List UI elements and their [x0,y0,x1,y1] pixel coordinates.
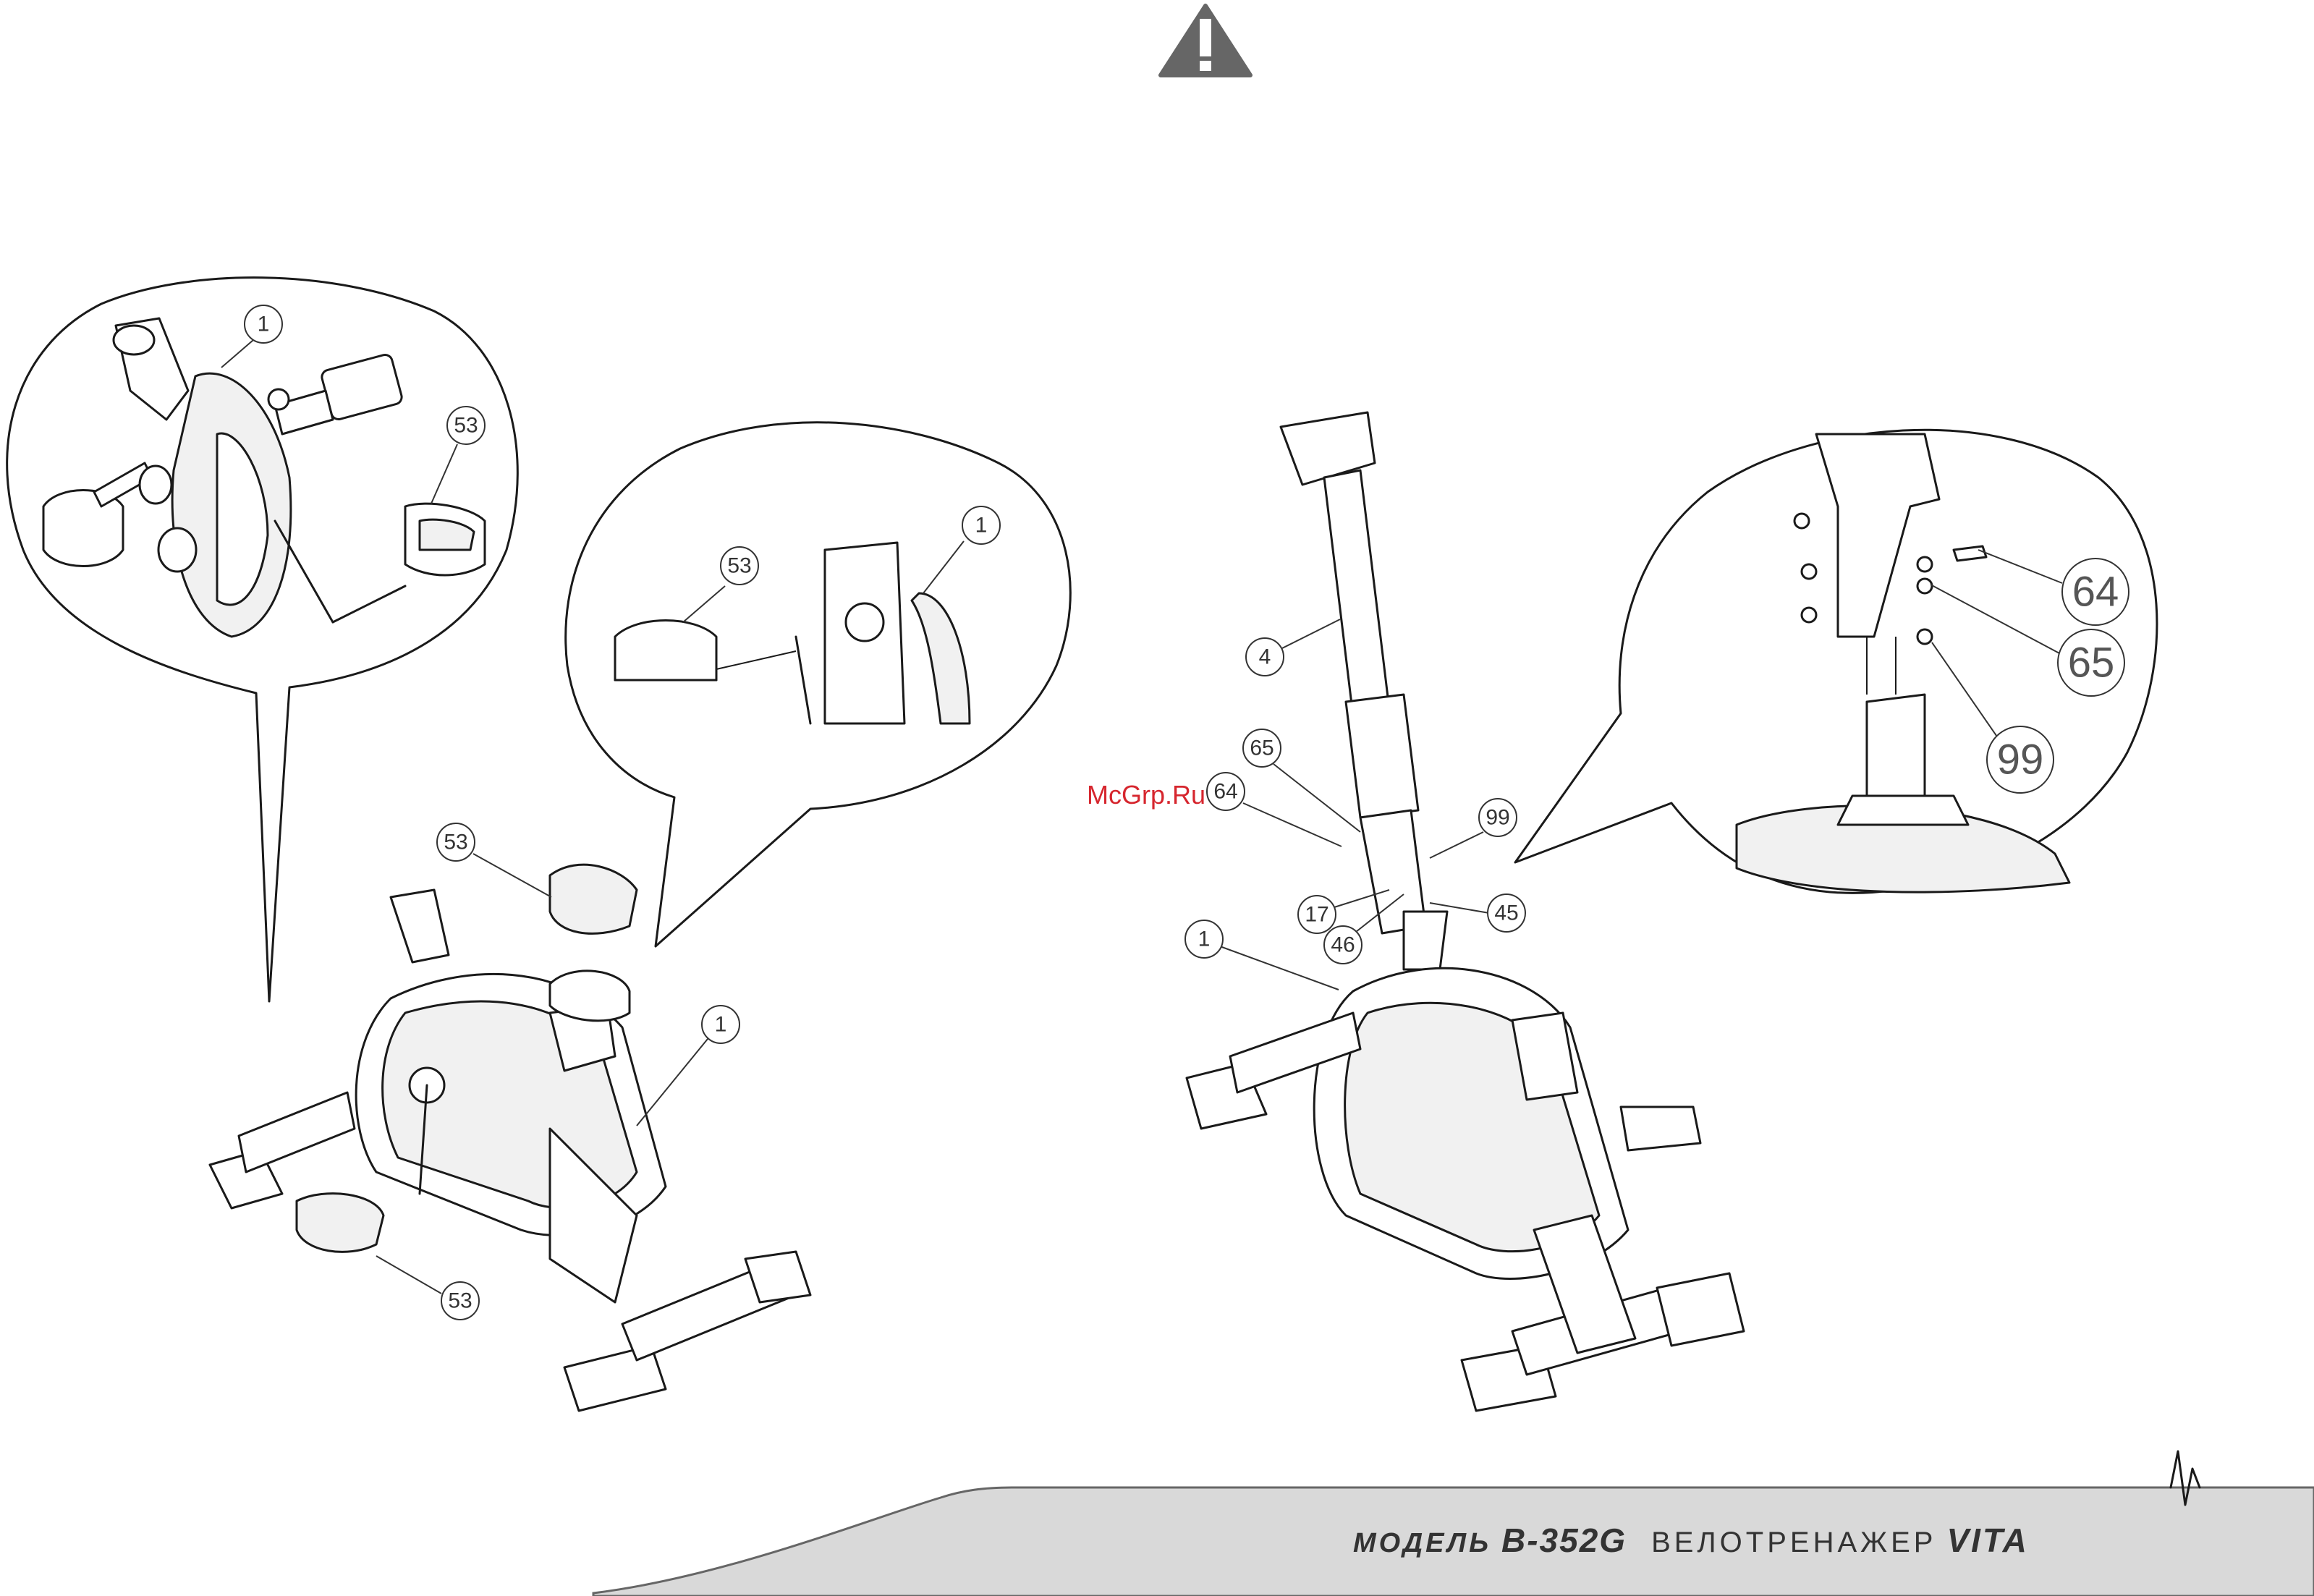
watermark-text: McGrp.Ru [1087,780,1205,810]
callout-64-right-bubble: 64 [1978,550,2129,625]
callout-64-post: 64 [1207,773,1342,846]
callout-4-post: 4 [1246,619,1340,676]
svg-text:64: 64 [2072,569,2119,616]
callout-1-side-bubble: 1 [923,506,1000,593]
svg-text:45: 45 [1494,901,1518,925]
svg-text:17: 17 [1305,903,1328,927]
side-detail-bubble [566,423,1071,946]
svg-text:65: 65 [1250,737,1273,760]
callout-53-left-bike-bottom: 53 [376,1256,479,1320]
left-detail-bubble [7,278,518,1001]
svg-text:64: 64 [1213,780,1237,804]
right-bike-drawing [1187,412,1744,1411]
footer-caption: МОДЕЛЬ B-352G ВЕЛОТРЕНАЖЕР VITA [1353,1521,2029,1557]
callout-53-left-bike-top: 53 [437,823,551,897]
svg-text:53: 53 [444,831,467,854]
product-name: ВЕЛОТРЕНАЖЕР [1651,1527,1936,1559]
svg-text:4: 4 [1259,645,1271,669]
svg-text:53: 53 [727,554,751,578]
brand-name: VITA [1946,1521,2028,1560]
svg-text:1: 1 [258,313,270,336]
svg-text:46: 46 [1331,933,1355,957]
callout-53-left-bubble: 53 [431,407,485,504]
callout-53-side-bubble: 53 [683,547,758,622]
svg-text:99: 99 [1486,806,1509,830]
model-label: МОДЕЛЬ [1353,1528,1491,1559]
model-number: B-352G [1501,1521,1627,1560]
svg-text:1: 1 [975,514,988,538]
callout-99-right-bubble: 99 [1932,642,2054,793]
left-bike-drawing [210,865,810,1411]
callout-1-left-bubble: 1 [221,305,282,368]
svg-text:99: 99 [1997,737,2044,784]
svg-text:1: 1 [715,1013,727,1037]
callout-99-post: 99 [1430,799,1517,858]
svg-text:53: 53 [448,1289,472,1313]
callout-65-post: 65 [1243,729,1360,832]
callout-1-left-bike: 1 [637,1006,739,1126]
svg-text:1: 1 [1198,928,1211,951]
svg-text:65: 65 [2068,640,2115,687]
svg-text:53: 53 [454,414,478,438]
warning-triangle-icon [1161,6,1250,75]
